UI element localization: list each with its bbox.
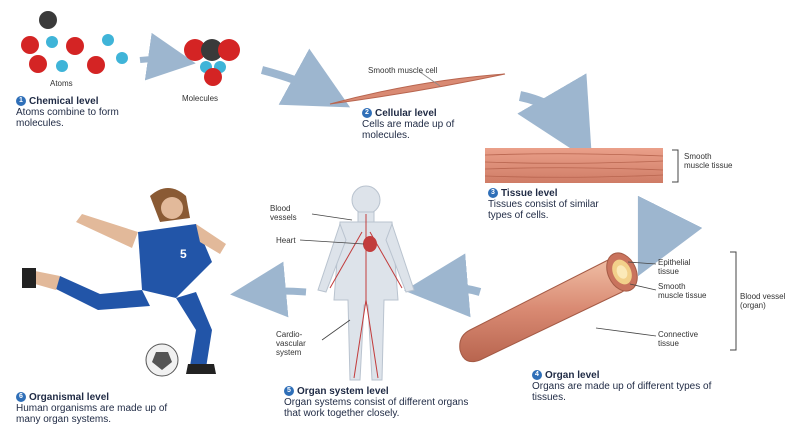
level-1-badge: 1	[16, 96, 26, 106]
molecules-label: Molecules	[182, 94, 218, 103]
level-5-desc: Organ systems consist of different organ…	[284, 397, 480, 419]
smooth-muscle-cell-label: Smooth muscle cell	[368, 66, 437, 75]
arrow-cell-to-tissue	[520, 96, 572, 128]
level-3-desc: Tissues consist of similar types of cell…	[488, 199, 616, 221]
smooth-muscle-cell-illustration	[330, 74, 505, 104]
level-6-title: Organismal level	[29, 392, 109, 403]
atoms-label: Atoms	[50, 79, 73, 88]
arrow-tissue-to-organ	[650, 206, 658, 244]
arrow-atoms-to-molecules	[140, 59, 172, 60]
arrow-molecules-to-cell	[262, 70, 322, 92]
level-2-desc: Cells are made up of molecules.	[362, 119, 490, 141]
level-5-badge: 5	[284, 386, 294, 396]
level-6-badge: 6	[16, 392, 26, 402]
blood-vessels-label: Blood vessels	[270, 204, 314, 222]
soccer-player-illustration: 5	[22, 188, 226, 376]
organ-smooth-muscle-tissue-label: Smooth muscle tissue	[658, 282, 710, 300]
atoms-illustration	[21, 11, 128, 74]
smooth-muscle-tissue-illustration	[485, 148, 678, 183]
smooth-muscle-tissue-label: Smooth muscle tissue	[684, 152, 736, 170]
level-1-title: Chemical level	[29, 96, 98, 107]
level-4-badge: 4	[532, 370, 542, 380]
level-4-title: Organ level	[545, 370, 599, 381]
blood-vessel-organ-label: Blood vessel (organ)	[740, 292, 794, 310]
level-2-title: Cellular level	[375, 108, 437, 119]
molecule-illustration	[184, 39, 240, 86]
level-2-badge: 2	[362, 108, 372, 118]
cardiovascular-system-label: Cardio- vascular system	[276, 330, 326, 357]
level-4-desc: Organs are made up of different types of…	[532, 381, 732, 403]
level-3-title: Tissue level	[501, 188, 558, 199]
heart-label: Heart	[276, 236, 296, 245]
level-5-title: Organ system level	[297, 386, 389, 397]
connective-tissue-label: Connective tissue	[658, 330, 714, 348]
arrow-organ-to-system	[436, 288, 480, 293]
arrow-system-to-organism	[258, 291, 306, 292]
level-1-desc: Atoms combine to form molecules.	[16, 107, 166, 129]
level-6-desc: Human organisms are made up of many orga…	[16, 403, 186, 425]
epithelial-tissue-label: Epithelial tissue	[658, 258, 708, 276]
svg-text:5: 5	[180, 247, 187, 261]
level-3-badge: 3	[488, 188, 498, 198]
